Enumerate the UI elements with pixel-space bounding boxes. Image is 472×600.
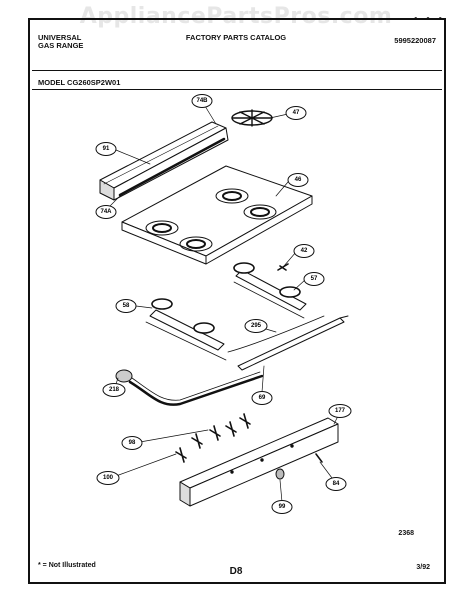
footnote-not-illustrated: * = Not Illustrated — [38, 562, 96, 569]
model-label: MODEL CG260SP2W01 — [38, 78, 121, 87]
callout-58: 58 — [115, 299, 137, 313]
callout-number: 84 — [333, 481, 340, 487]
callout-218: 218 — [102, 383, 126, 397]
regulator-gas-line-part — [115, 369, 264, 406]
callout-number: 91 — [103, 146, 110, 152]
callout-number: 177 — [335, 408, 346, 414]
model-rule — [32, 89, 442, 90]
callout-number: 218 — [109, 387, 120, 393]
callout-number: 295 — [251, 323, 262, 329]
callout-99: 99 — [271, 500, 293, 514]
callout-47: 47 — [285, 106, 307, 120]
callout-number: 58 — [123, 303, 130, 309]
callout-98: 98 — [121, 436, 143, 450]
callout-labels: 74B 47 91 46 74A 42 57 58 295 218 69 177… — [95, 94, 352, 514]
knob-part — [275, 468, 285, 480]
gas-valve-set — [175, 413, 251, 463]
brand-line-1: UNIVERSAL — [38, 33, 82, 42]
brand-line-2: GAS RANGE — [38, 41, 84, 50]
callout-number: 47 — [293, 110, 300, 116]
cooktop-part — [121, 165, 313, 265]
callout-number: 99 — [279, 504, 286, 510]
callout-177: 177 — [328, 404, 352, 418]
callout-69: 69 — [251, 391, 273, 405]
callout-74B: 74B — [191, 94, 213, 108]
callout-number: 98 — [129, 440, 136, 446]
callout-number: 100 — [103, 475, 114, 481]
callout-74A: 74A — [95, 205, 117, 219]
callout-number: 46 — [295, 177, 302, 183]
clip-part — [315, 453, 323, 463]
brand-label: UNIVERSAL GAS RANGE — [38, 34, 83, 50]
catalog-title: FACTORY PARTS CATALOG — [185, 33, 287, 42]
left-burner-assembly — [145, 298, 227, 361]
callout-100: 100 — [96, 471, 120, 485]
catalog-part-number: 5995220087 — [394, 36, 436, 45]
right-burner-assembly — [233, 262, 307, 319]
page-number: D8 — [229, 566, 243, 577]
header-rule — [32, 70, 442, 71]
leader-lines — [107, 105, 339, 503]
callout-84: 84 — [325, 477, 347, 491]
burner-grate-part — [231, 109, 273, 127]
callout-number: 57 — [311, 276, 318, 282]
callout-number: 42 — [301, 248, 308, 254]
callout-46: 46 — [287, 173, 309, 187]
catalog-date: 3/92 — [416, 564, 430, 571]
callout-number: 74A — [100, 209, 112, 215]
watermark-text: AppliancePartsPros.com — [79, 4, 393, 29]
callout-57: 57 — [303, 272, 325, 286]
screw-part — [277, 263, 289, 271]
callout-295: 295 — [244, 319, 268, 333]
pilot-tube-part — [227, 315, 325, 353]
callout-number: 74B — [196, 98, 208, 104]
backguard-part — [99, 121, 229, 201]
manifold-tube-part — [237, 315, 349, 371]
callout-42: 42 — [293, 244, 315, 258]
catalog-page-frame — [28, 18, 446, 584]
figure-code: 2368 — [398, 530, 414, 537]
callout-91: 91 — [95, 142, 117, 156]
control-panel-part — [179, 417, 339, 507]
callout-number: 69 — [259, 395, 266, 401]
